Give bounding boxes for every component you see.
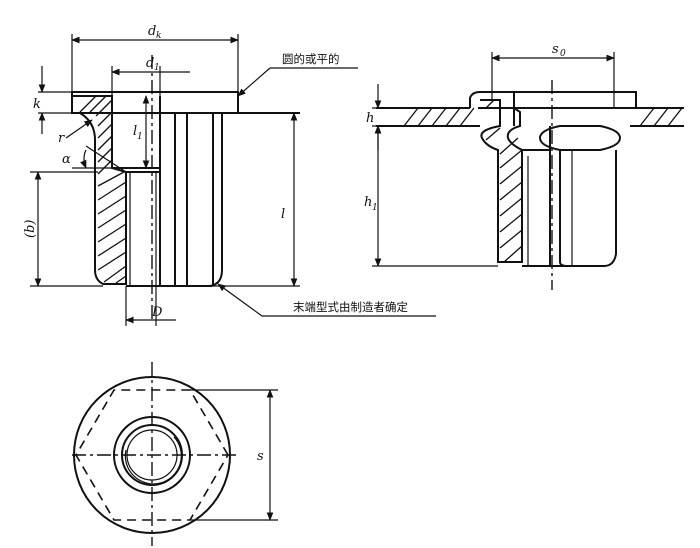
bulge-section <box>480 99 523 263</box>
bore-circle-outer <box>113 416 191 494</box>
bore-circle-inner <box>126 429 178 481</box>
sheet-hatching <box>403 107 683 127</box>
installed-body-right <box>559 150 617 267</box>
dim-dk-label: d <box>148 24 156 39</box>
dim-r-label: r <box>58 131 65 146</box>
section-wall <box>71 95 127 285</box>
flange-circle <box>73 376 231 534</box>
dim-l1-label: l <box>133 124 137 139</box>
note-top-edge: 圆的或平的 <box>282 52 340 66</box>
dim-h-label: h <box>366 111 374 126</box>
bulge-outer <box>538 125 622 151</box>
dim-l1-sub: 1 <box>137 132 143 142</box>
dim-dk-sub: k <box>156 31 161 41</box>
dim-s-label: s <box>257 449 264 464</box>
dim-alpha-label: α <box>62 152 71 167</box>
plan-view: s <box>72 362 278 546</box>
body-outer-right <box>209 113 223 287</box>
dim-l-label: l <box>281 207 285 222</box>
dim-D-label: D <box>151 305 163 320</box>
section-view: d k d 1 k r l 1 α (b) l <box>23 24 436 326</box>
dim-d1-sub: 1 <box>154 63 160 73</box>
dim-s0-sub: 0 <box>560 49 566 59</box>
bore-circle-mid <box>121 424 183 486</box>
dim-s0-label: s <box>552 42 559 57</box>
dim-k-label: k <box>33 97 41 112</box>
installed-view: s 0 h h 1 <box>364 42 684 290</box>
installed-flange <box>469 91 637 108</box>
section-hatching <box>79 95 127 284</box>
dim-b-label: (b) <box>23 220 38 238</box>
flange-outline <box>71 91 239 113</box>
note-end-form: 末端型式由制造者确定 <box>293 300 408 314</box>
bulge-hatching <box>485 99 523 263</box>
dim-d1-label: d <box>146 56 154 71</box>
dim-h1-label: h <box>364 195 372 210</box>
dim-h1-sub: 1 <box>372 203 378 213</box>
thread-arc <box>124 436 182 485</box>
